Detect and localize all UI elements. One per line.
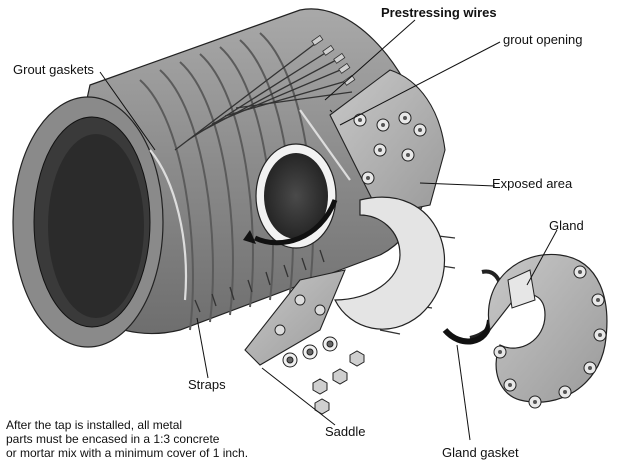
note-line-2: parts must be encased in a 1:3 concrete	[6, 432, 220, 446]
label-gland-gasket: Gland gasket	[442, 445, 519, 460]
label-saddle: Saddle	[325, 424, 366, 439]
label-exposed-area: Exposed area	[492, 176, 573, 191]
label-straps: Straps	[188, 377, 226, 392]
leader-lines	[99, 19, 558, 441]
gland	[487, 253, 608, 409]
note-line-3: or mortar mix with a minimum cover of 1 …	[6, 446, 249, 460]
washers-nuts	[282, 336, 365, 415]
prestressing-wires	[174, 39, 353, 151]
label-prestressing-wires: Prestressing wires	[381, 5, 497, 20]
label-grout-gaskets: Grout gaskets	[13, 62, 94, 77]
tap-opening	[243, 143, 338, 249]
pipe	[12, 8, 431, 348]
label-grout-opening: grout opening	[503, 32, 583, 47]
label-gland: Gland	[549, 218, 584, 233]
saddle	[244, 196, 445, 366]
note-line-1: After the tap is installed, all metal	[6, 418, 183, 432]
pipe-flange	[329, 69, 446, 216]
installation-note: After the tap is installed, all metal pa…	[6, 418, 248, 460]
